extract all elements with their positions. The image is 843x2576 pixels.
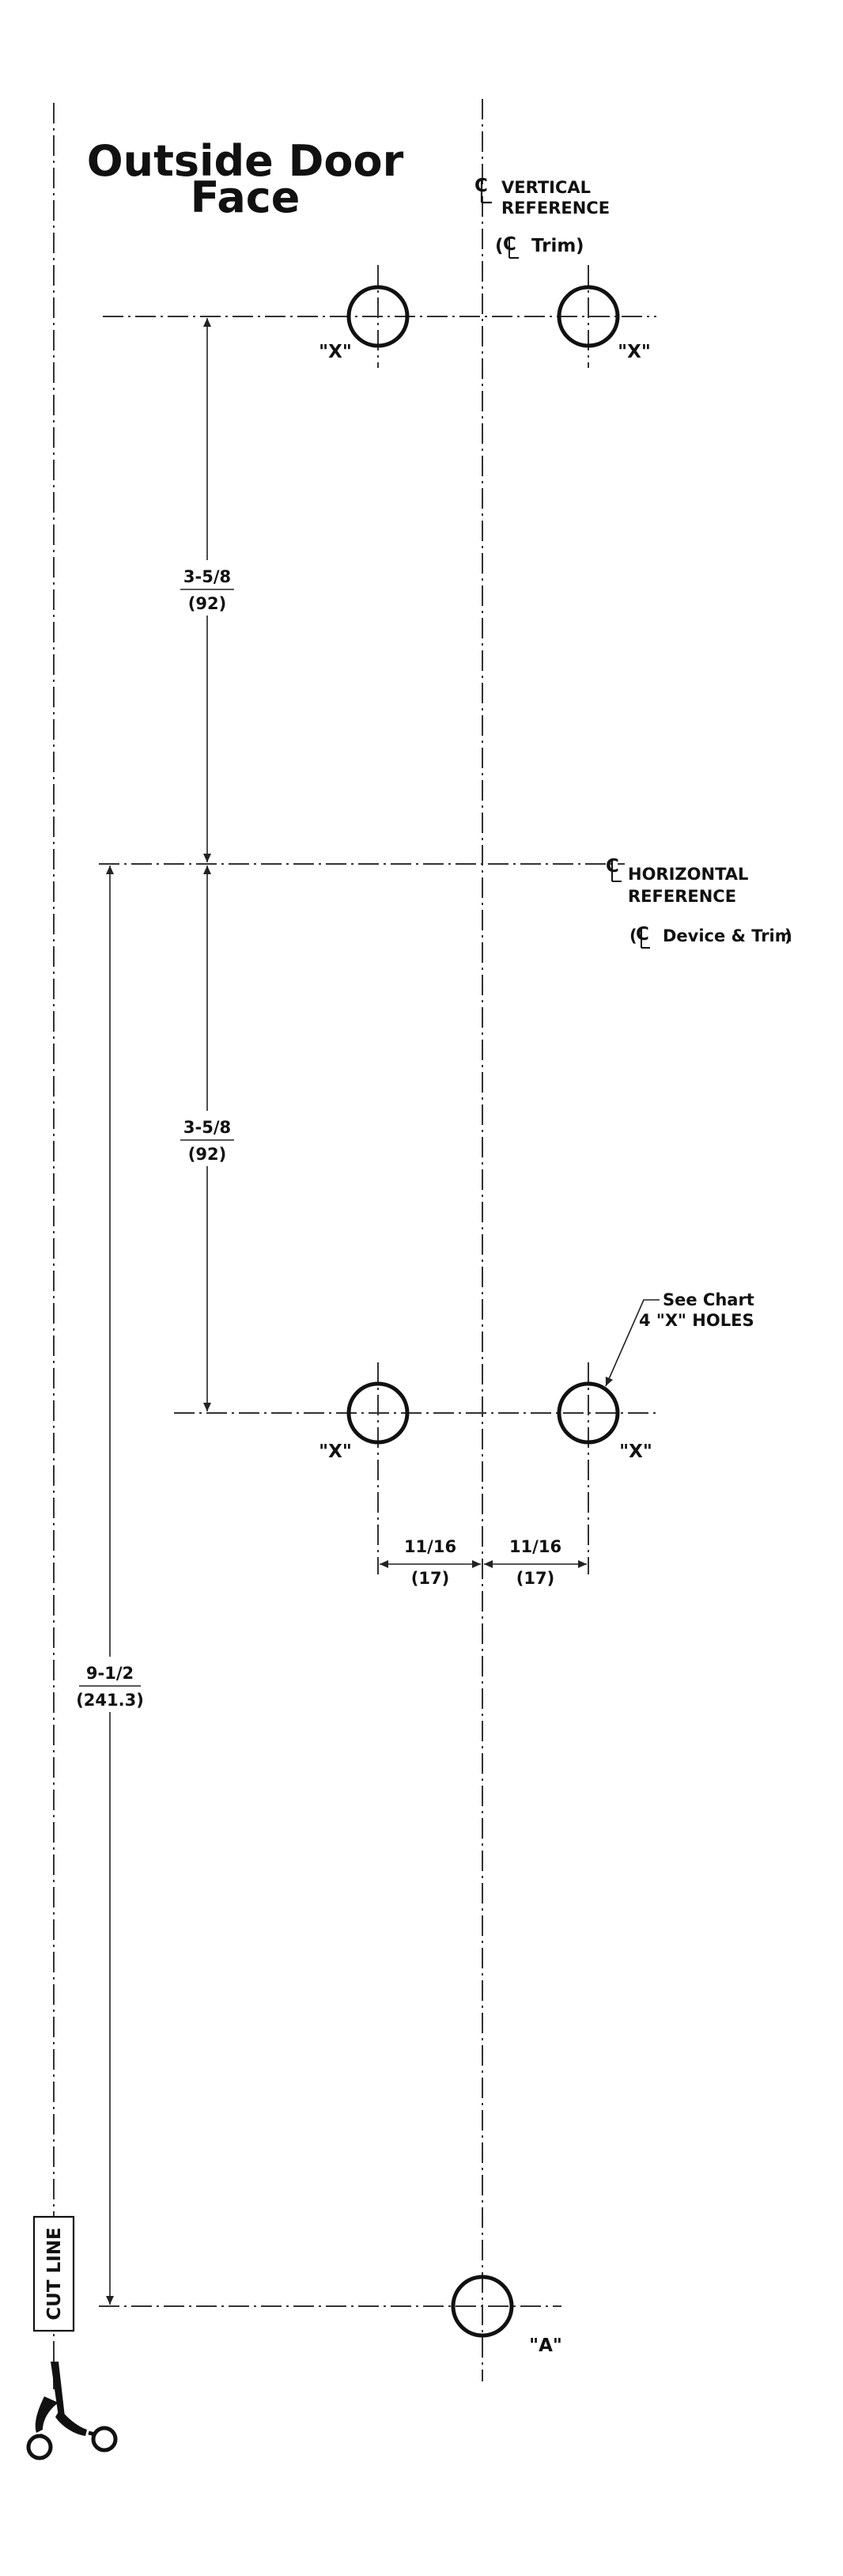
svg-text:C: C bbox=[636, 924, 649, 945]
see-chart-callout: See Chart 4 "X" HOLES bbox=[605, 1290, 754, 1387]
centerline-symbol-icon: C bbox=[474, 176, 492, 204]
svg-text:9-1/2: 9-1/2 bbox=[86, 1664, 134, 1683]
svg-text:CUT LINE: CUT LINE bbox=[44, 2227, 65, 2320]
right-offset-dimension: 11/16 (17) bbox=[484, 1537, 587, 1588]
centerline-symbol-icon: C bbox=[606, 856, 622, 882]
x-hole-top-left bbox=[346, 285, 410, 348]
vertical-reference-label: C VERTICAL REFERENCE ( C Trim ) bbox=[474, 176, 610, 259]
a-label: "A" bbox=[529, 2335, 562, 2356]
centerline-symbol-icon: C bbox=[636, 924, 650, 949]
svg-text:(: ( bbox=[629, 926, 637, 945]
svg-text:(92): (92) bbox=[188, 594, 226, 613]
scissors-icon bbox=[26, 2362, 118, 2460]
x-hole-bottom-right bbox=[557, 1381, 620, 1445]
svg-text:Trim: Trim bbox=[531, 236, 576, 256]
svg-text:(: ( bbox=[495, 236, 504, 256]
svg-text:Device & Trim: Device & Trim bbox=[663, 926, 792, 945]
x-label-bottom-left: "X" bbox=[319, 1441, 352, 1462]
x-hole-top-right bbox=[557, 285, 620, 348]
svg-text:11/16: 11/16 bbox=[404, 1537, 456, 1556]
svg-text:See Chart: See Chart bbox=[663, 1290, 754, 1309]
svg-text:11/16: 11/16 bbox=[509, 1537, 561, 1556]
svg-text:(92): (92) bbox=[188, 1145, 226, 1164]
x-label-top-left: "X" bbox=[319, 342, 352, 362]
svg-text:(17): (17) bbox=[516, 1569, 554, 1588]
x-hole-bottom-left bbox=[346, 1381, 410, 1445]
svg-text:3-5/8: 3-5/8 bbox=[183, 1118, 231, 1137]
a-hole bbox=[451, 2275, 514, 2338]
svg-text:): ) bbox=[784, 926, 792, 945]
page-title-line1: Outside Door bbox=[87, 136, 404, 186]
svg-text:): ) bbox=[576, 236, 584, 256]
upper-vertical-dimension: 3-5/8 (92) bbox=[180, 318, 234, 862]
x-label-bottom-right: "X" bbox=[619, 1441, 652, 1462]
centerline-symbol-icon: C bbox=[503, 234, 519, 259]
lower-vertical-dimension: 3-5/8 (92) bbox=[180, 866, 234, 1411]
cut-line-label: CUT LINE bbox=[32, 2215, 75, 2332]
page-title-line2: Face bbox=[191, 172, 301, 222]
x-label-top-right: "X" bbox=[618, 342, 651, 362]
svg-text:(241.3): (241.3) bbox=[76, 1691, 144, 1710]
svg-text:REFERENCE: REFERENCE bbox=[628, 887, 736, 906]
svg-text:(17): (17) bbox=[411, 1569, 449, 1588]
overall-vertical-dimension: 9-1/2 (241.3) bbox=[76, 866, 144, 2305]
svg-text:VERTICAL: VERTICAL bbox=[501, 178, 591, 197]
horizontal-reference-label: C HORIZONTAL REFERENCE ( C Device & Trim… bbox=[606, 856, 792, 949]
left-offset-dimension: 11/16 (17) bbox=[380, 1537, 481, 1588]
svg-text:3-5/8: 3-5/8 bbox=[183, 567, 231, 586]
svg-text:HORIZONTAL: HORIZONTAL bbox=[628, 865, 748, 884]
svg-text:REFERENCE: REFERENCE bbox=[501, 199, 610, 218]
svg-text:4 "X" HOLES: 4 "X" HOLES bbox=[639, 1311, 754, 1330]
